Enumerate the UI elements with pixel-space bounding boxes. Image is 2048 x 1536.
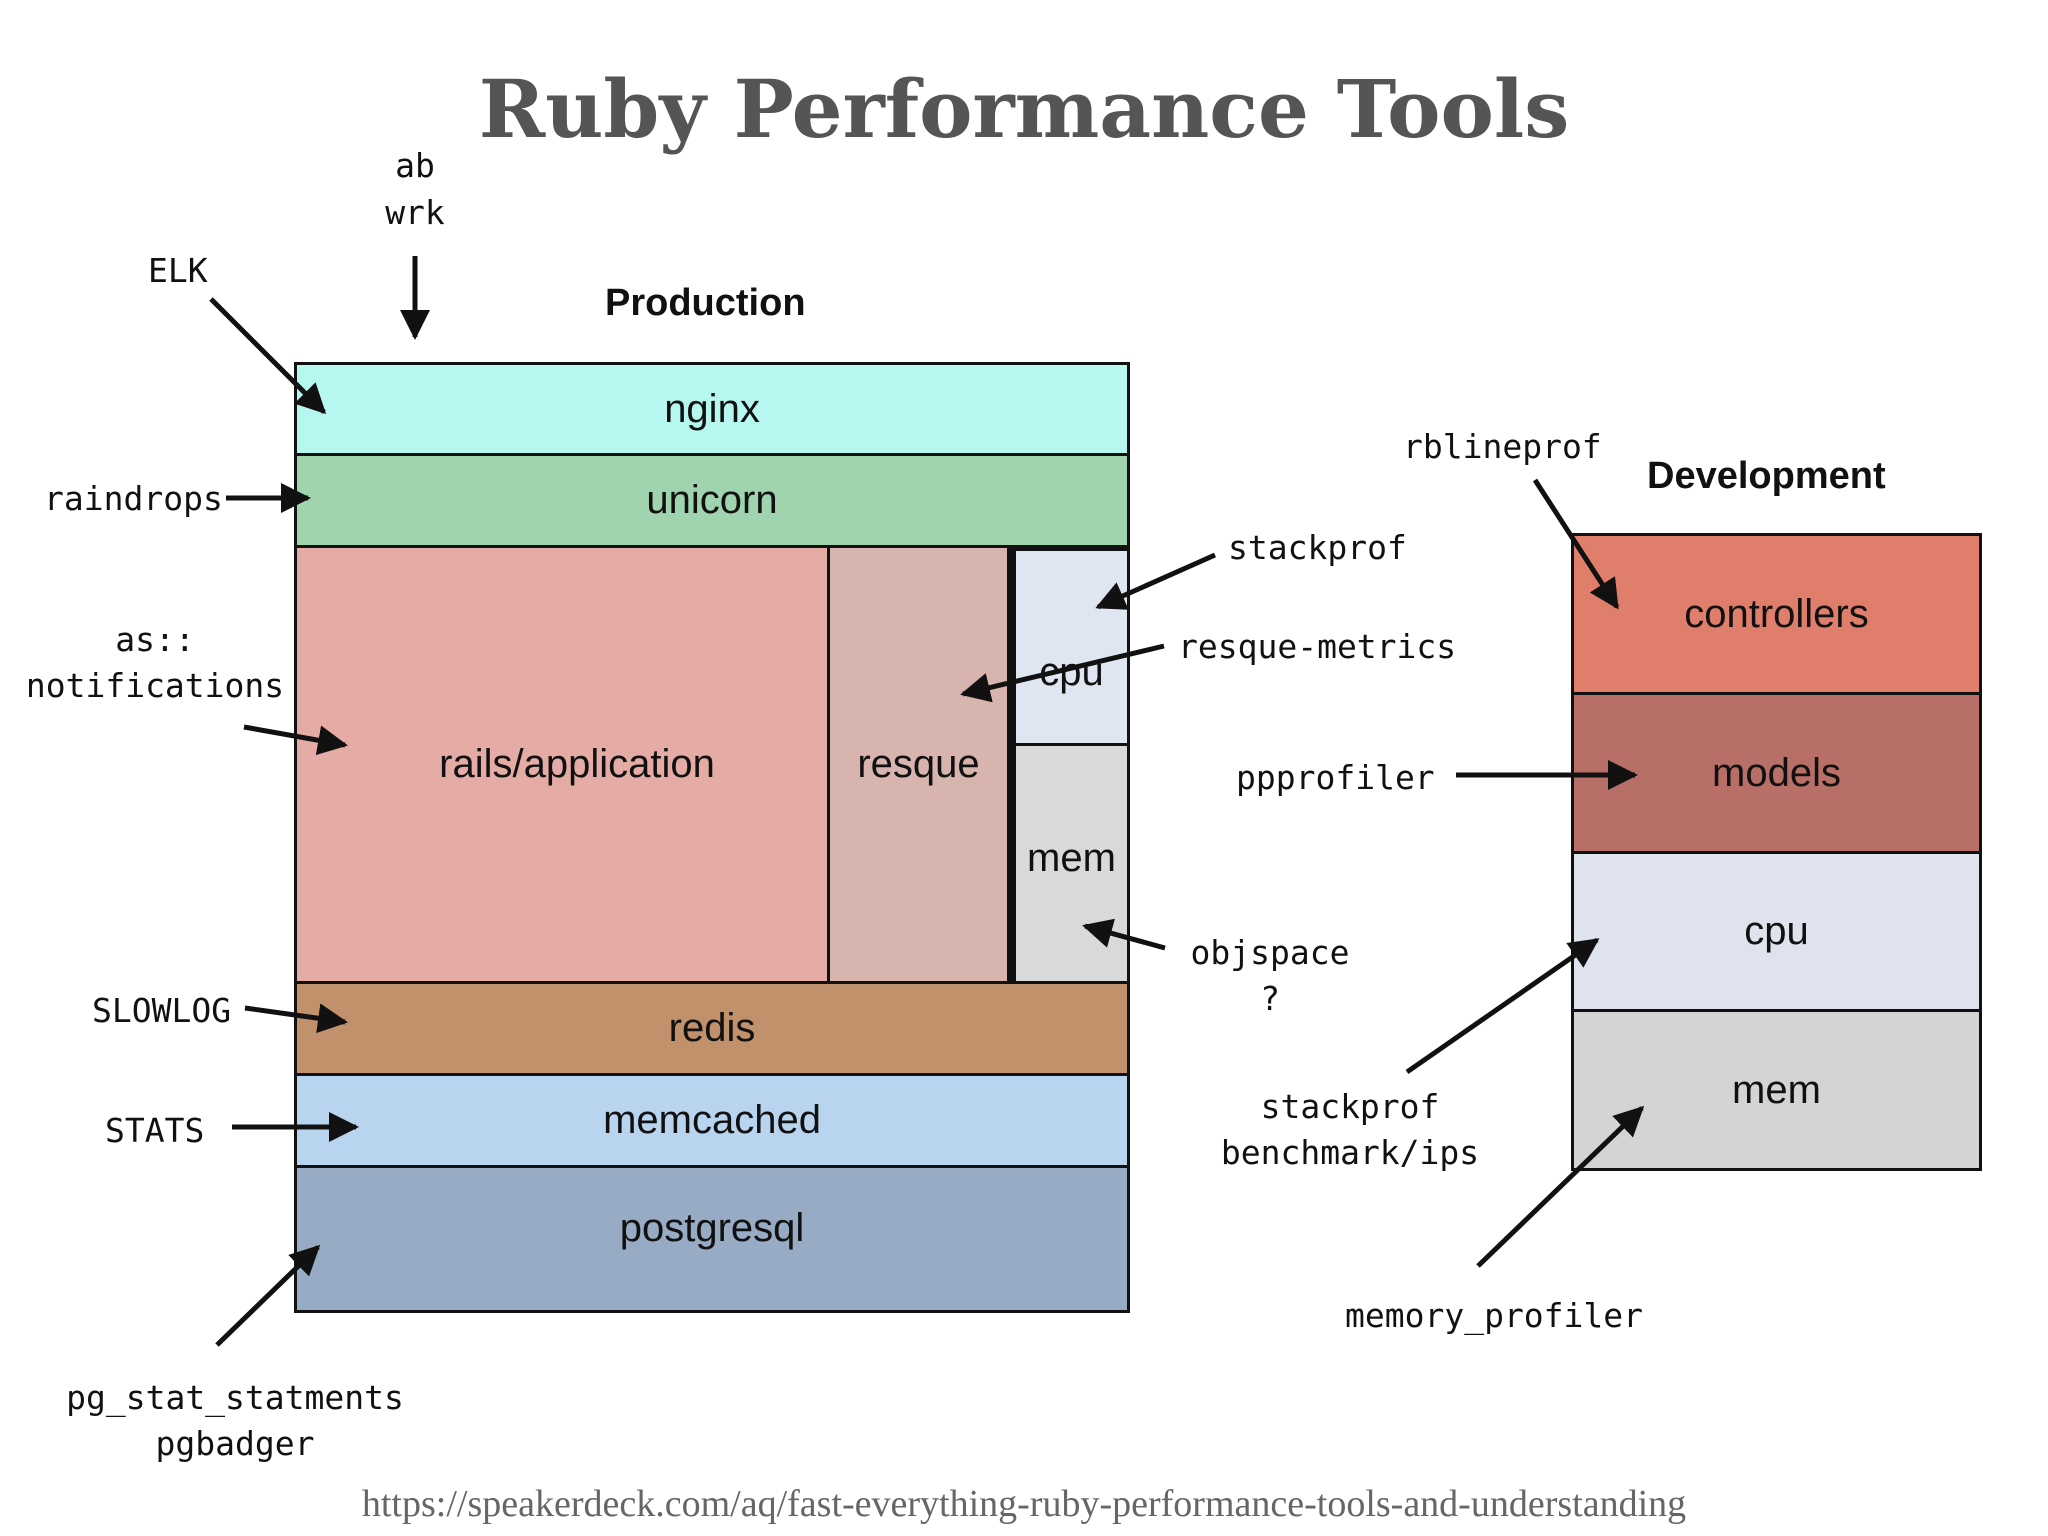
arrow-objspace-mem (1082, 918, 1166, 951)
arrow-stackprof-dev-cpu (1405, 937, 1600, 1075)
arrow-pg-postgresql (215, 1244, 321, 1347)
elk-label: ELK (148, 251, 208, 290)
resque-layer: resque (827, 545, 1010, 984)
benchmark-ips-label: benchmark/ips (1220, 1133, 1480, 1172)
production-heading: Production (605, 282, 806, 324)
objspace-question-label: ? (1260, 979, 1280, 1018)
pg-stat-statements-label: pg_stat_statments (66, 1378, 404, 1417)
stackprof-dev-label: stackprof (1260, 1087, 1440, 1126)
slowlog-label: SLOWLOG (92, 991, 232, 1030)
objspace-label: objspace (1190, 933, 1350, 972)
dev-mem-layer: mem (1571, 1009, 1982, 1171)
cpu-layer: cpu (1010, 548, 1130, 746)
arrow-as-notifications-rails (243, 724, 348, 756)
resque-metrics-label: resque-metrics (1178, 627, 1457, 666)
controllers-layer: controllers (1571, 533, 1982, 695)
page-title: Ruby Performance Tools (478, 62, 1570, 156)
arrow-resque-metrics-resque (960, 643, 1165, 703)
pgbadger-label: pgbadger (155, 1424, 315, 1463)
ppprofiler-label: ppprofiler (1236, 758, 1435, 797)
postgresql-layer: postgresql (294, 1165, 1130, 1313)
stats-label: STATS (105, 1111, 205, 1150)
arrow-slowlog-redis (244, 1003, 348, 1034)
wrk-label: wrk (385, 193, 445, 232)
development-heading: Development (1647, 455, 1886, 497)
as-notifications-label-line1: as:: (115, 620, 195, 659)
as-notifications-label-line2: notifications (25, 666, 285, 705)
rblineprof-label: rblineprof (1403, 427, 1602, 466)
arrow-elk-nginx (209, 297, 327, 415)
arrow-memory-profiler-mem (1476, 1105, 1645, 1268)
footer-url: https://speakerdeck.com/aq/fast-everythi… (361, 1483, 1687, 1525)
stackprof-label: stackprof (1228, 528, 1407, 567)
memory-profiler-label: memory_profiler (1345, 1296, 1644, 1335)
arrow-stackprof-cpu (1095, 552, 1217, 610)
models-layer: models (1571, 692, 1982, 854)
raindrops-label: raindrops (44, 479, 223, 518)
arrow-rblineprof-controllers (1532, 478, 1620, 610)
ab-label: ab (395, 146, 435, 185)
